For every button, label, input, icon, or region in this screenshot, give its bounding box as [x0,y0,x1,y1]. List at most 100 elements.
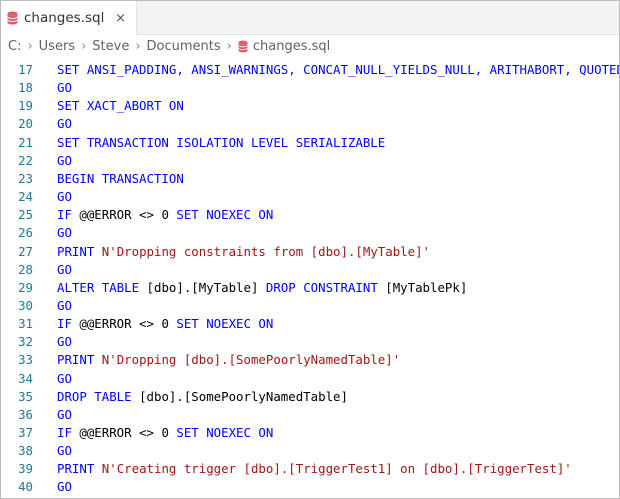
code-line[interactable]: 23 BEGIN TRANSACTION [1,170,619,188]
sql-keyword: SET ANSI_PADDING, ANSI_WARNINGS, CONCAT_… [57,62,619,77]
code-line[interactable]: 17 SET ANSI_PADDING, ANSI_WARNINGS, CONCA… [1,61,619,79]
line-number: 19 [18,98,33,114]
sql-keyword: GO [57,479,72,495]
breadcrumb-separator: › [81,38,87,54]
code-line[interactable]: 38 GO [1,442,619,460]
sql-keyword: DROP CONSTRAINT [265,279,378,295]
code-text: GO [57,152,72,170]
code-text: IF @@ERROR <> 0 SET NOEXEC ON [57,424,273,442]
line-number: 27 [18,243,33,259]
line-number: 26 [18,225,33,241]
sql-keyword: GO [57,261,72,277]
sql-keyword: GO [57,334,72,350]
sql-keyword: GO [57,406,72,422]
sql-keyword: GO [57,225,72,241]
breadcrumb: C: › Users › Steve › Documents › changes… [1,35,619,57]
sql-string: N'Dropping [dbo].[SomePoorlyNamedTable]' [101,352,401,368]
sql-keyword: SET NOEXEC ON [176,316,274,332]
code-text: PRINT N'Dropping [dbo].[SomePoorlyNamedT… [57,351,400,369]
sql-keyword: GO [57,189,72,205]
code-line[interactable]: 26 GO [1,224,619,242]
line-number: 40 [18,479,33,495]
breadcrumb-steve[interactable]: Steve [92,38,130,54]
line-number: 33 [18,352,33,368]
code-text: IF @@ERROR <> 0 SET NOEXEC ON [57,315,273,333]
breadcrumb-file[interactable]: changes.sql [237,38,331,54]
sql-keyword: DROP TABLE [57,388,132,404]
code-text: ALTER TABLE [dbo].[MyTable] DROP CONSTRA… [57,279,467,297]
line-number: 18 [18,80,33,96]
code-line[interactable]: 33 PRINT N'Dropping [dbo].[SomePoorlyName… [1,351,619,369]
line-number: 25 [18,207,33,223]
code-text: SET ANSI_PADDING, ANSI_WARNINGS, CONCAT_… [57,61,619,79]
code-text: DROP TABLE [dbo].[SomePoorlyNamedTable] [57,388,348,406]
tab-bar: changes.sql × [1,1,619,35]
code-line[interactable]: 27 PRINT N'Dropping constraints from [dbo… [1,243,619,261]
line-number: 35 [18,388,33,404]
code-text: GO [57,333,72,351]
code-text: PRINT N'Dropping constraints from [dbo].… [57,243,430,261]
sql-keyword: GO [57,116,72,132]
code-line[interactable]: 40 GO [1,478,619,496]
sql-keyword: GO [57,370,72,386]
code-editor[interactable]: 17 SET ANSI_PADDING, ANSI_WARNINGS, CONCA… [1,60,619,498]
sql-keyword: ALTER TABLE [57,279,140,295]
breadcrumb-file-label: changes.sql [252,38,331,54]
code-text: GO [57,442,72,460]
breadcrumb-separator: › [135,38,141,54]
sql-keyword: PRINT [57,243,95,259]
code-text: GO [57,79,72,97]
line-number: 23 [18,170,33,186]
sql-keyword: BEGIN TRANSACTION [57,170,184,186]
breadcrumb-separator: › [27,38,33,54]
code-text: BEGIN TRANSACTION [57,170,184,188]
sql-text: [dbo].[SomePoorlyNamedTable] [131,388,348,404]
sql-keyword: PRINT [57,461,95,477]
tab-changes-sql[interactable]: changes.sql × [1,1,137,35]
breadcrumb-documents[interactable]: Documents [146,38,221,54]
sql-text [94,461,101,476]
sql-keyword: PRINT [57,352,95,368]
sql-text: [dbo].[MyTable] [139,279,266,295]
line-number: 21 [18,134,33,150]
sql-keyword: IF [57,425,72,440]
code-text: GO [57,224,72,242]
code-line[interactable]: 39 PRINT N'Creating trigger [dbo].[Trigge… [1,460,619,478]
line-number: 39 [18,461,33,477]
code-text: GO [57,406,72,424]
sql-keyword: GO [57,152,72,168]
code-line[interactable]: 28 GO [1,261,619,279]
breadcrumb-separator: › [226,38,232,54]
line-number: 17 [18,62,33,77]
code-text: GO [57,188,72,206]
code-line[interactable]: 35 DROP TABLE [dbo].[SomePoorlyNamedTable… [1,388,619,406]
tab-label: changes.sql [24,10,105,26]
sql-keyword: GO [57,80,72,96]
sql-string: N'Creating trigger [dbo].[TriggerTest1] … [101,461,572,477]
code-text: GO [57,478,72,496]
code-text: IF @@ERROR <> 0 SET NOEXEC ON [57,206,273,224]
code-line[interactable]: 18 GO [1,79,619,97]
breadcrumb-users[interactable]: Users [38,38,76,54]
line-number: 38 [18,443,33,459]
breadcrumb-drive[interactable]: C: [8,38,22,54]
close-icon[interactable]: × [115,10,126,26]
code-line[interactable]: 25 IF @@ERROR <> 0 SET NOEXEC ON [1,206,619,224]
sql-keyword: SET NOEXEC ON [176,207,274,223]
sql-text [94,244,101,259]
line-number: 28 [18,261,33,277]
sql-keyword: GO [57,443,72,459]
